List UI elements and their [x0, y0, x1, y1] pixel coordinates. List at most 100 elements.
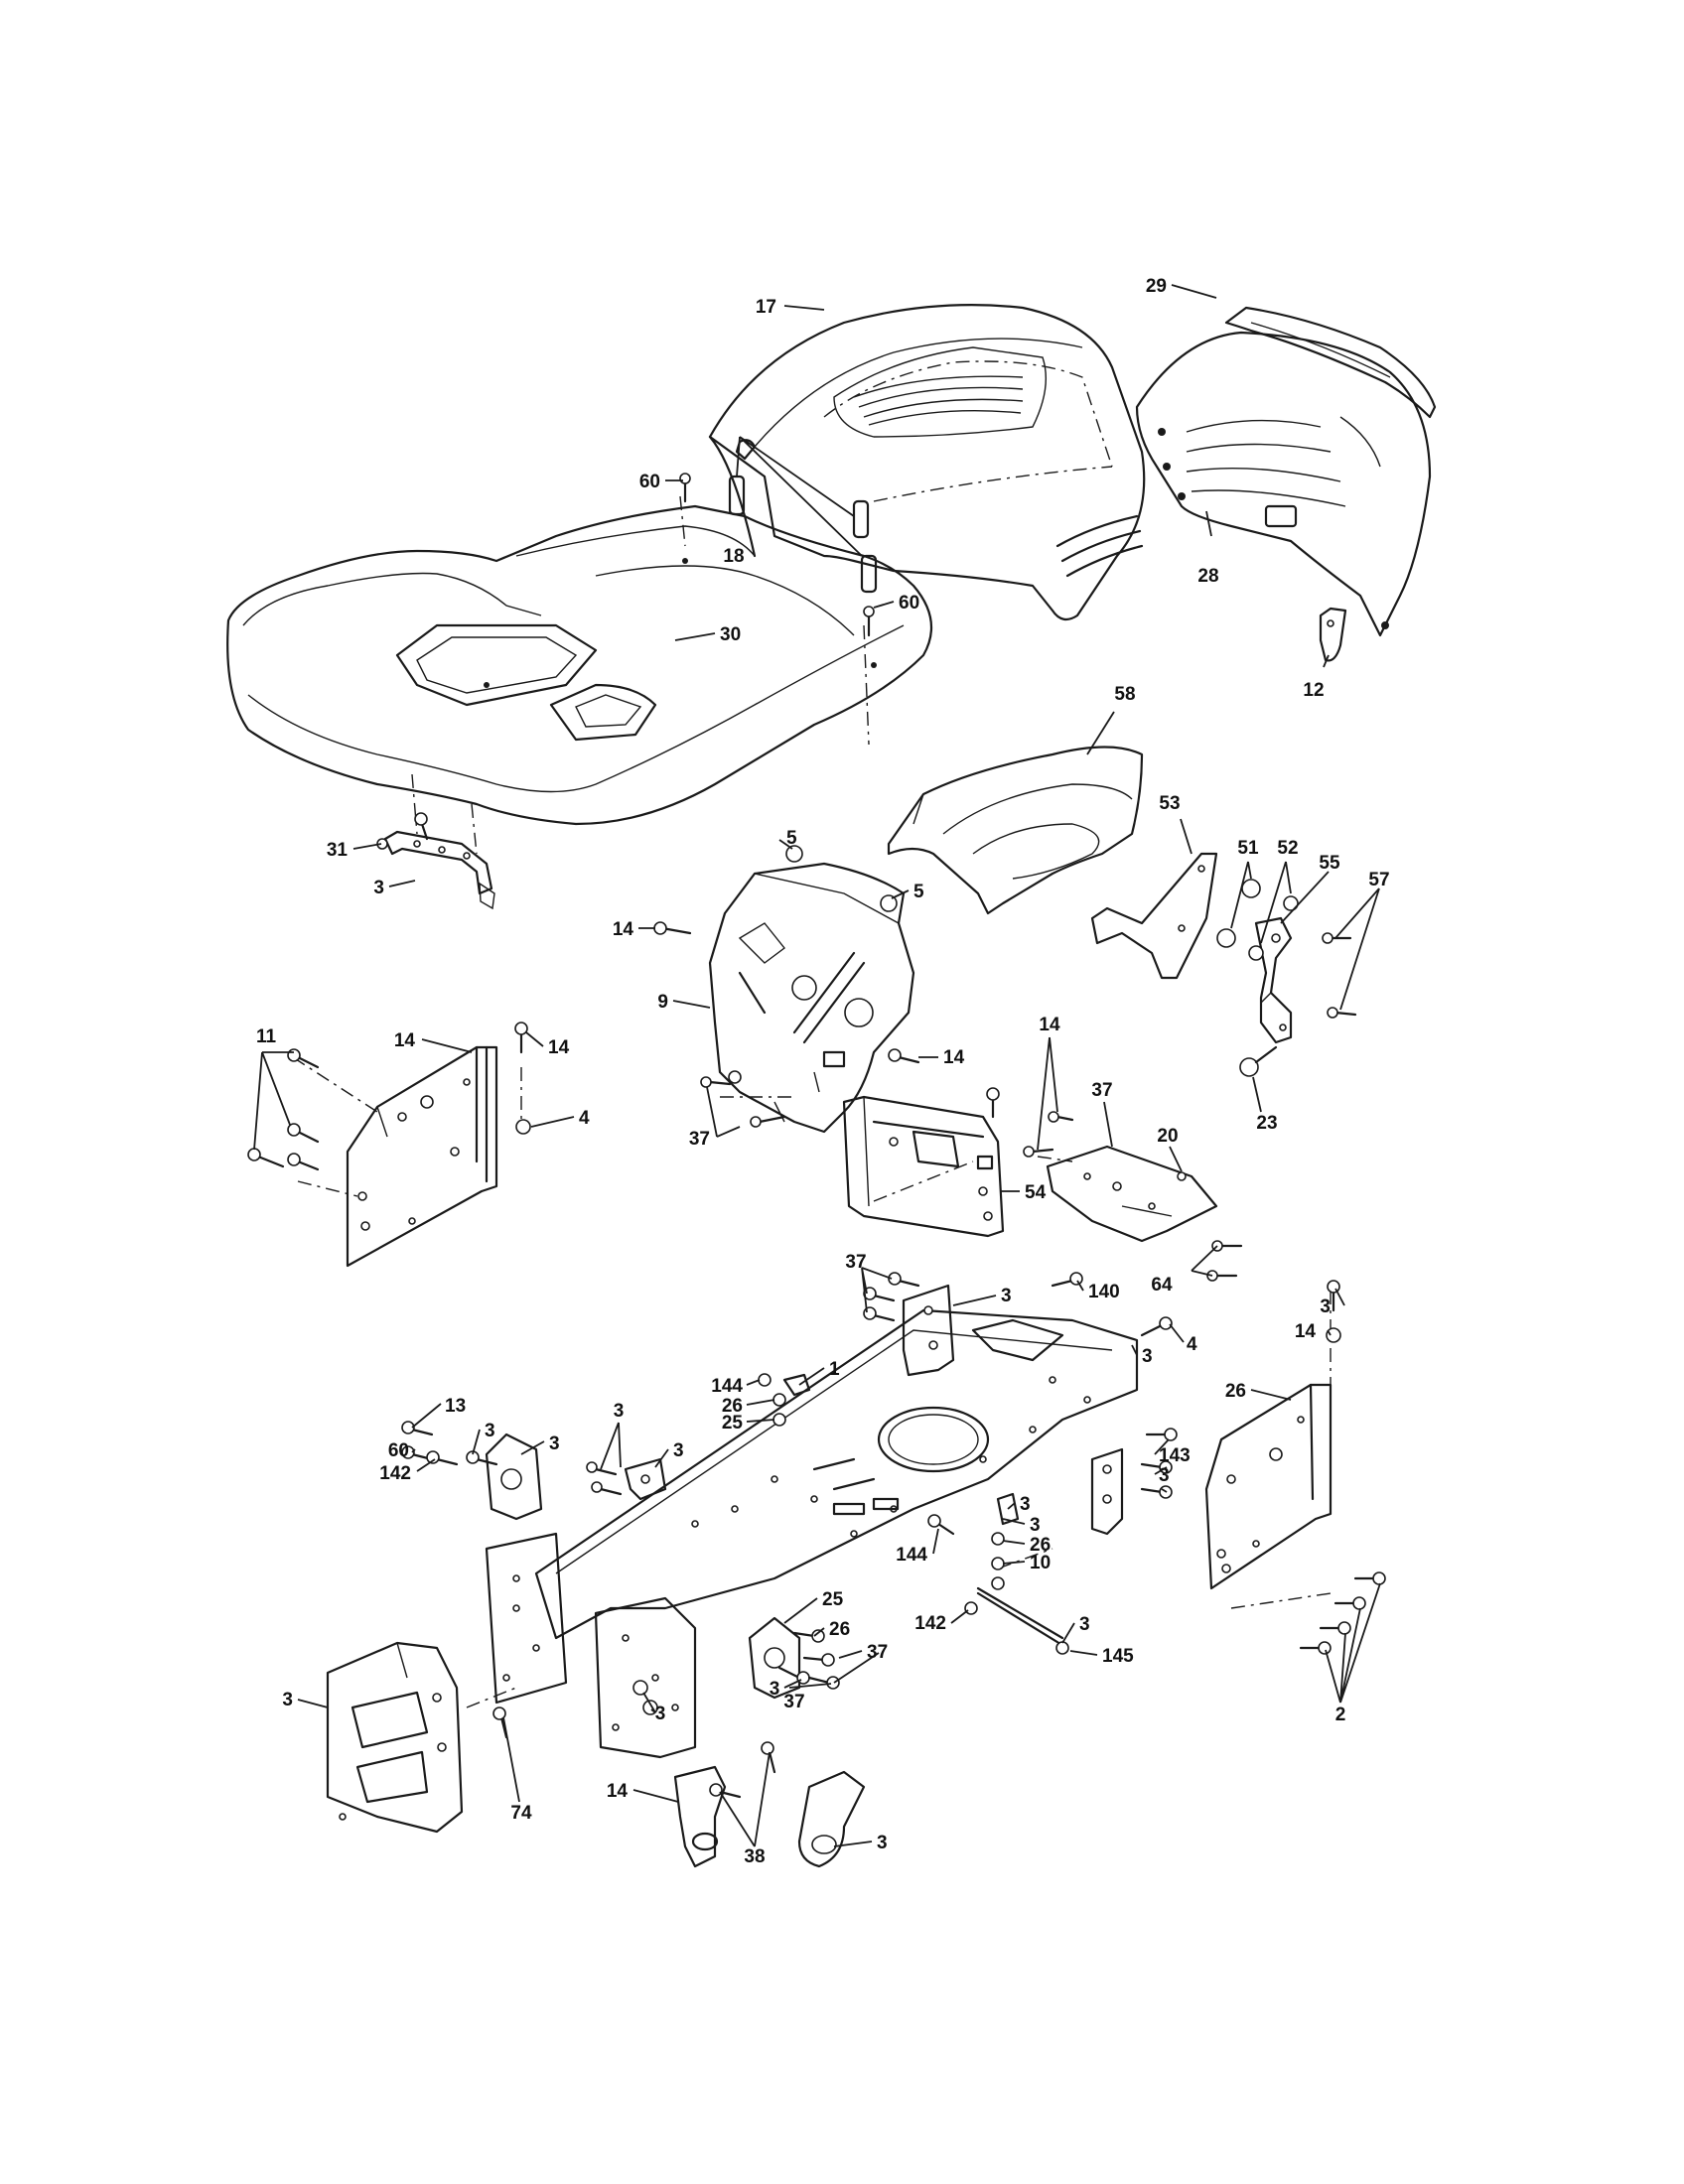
callout-3: 26: [829, 1619, 850, 1640]
callout-3: 13: [445, 1396, 466, 1417]
callout-143: 3: [673, 1440, 684, 1461]
callout-39: 3: [877, 1833, 888, 1853]
side-panel-part-13: [1204, 1383, 1333, 1590]
console-bracket-part-64: [842, 1095, 1005, 1238]
callout-14: 14: [943, 1047, 965, 1068]
callout-57: 57: [1368, 870, 1389, 890]
callout-3: 3: [485, 1421, 495, 1441]
grille-top-part-29: [1224, 306, 1437, 419]
callout-31: 31: [327, 840, 349, 861]
assembly-lines: [292, 495, 1332, 1708]
callout-145: 3: [1079, 1614, 1090, 1635]
callout-53: 53: [1159, 793, 1180, 814]
callout-14: 2: [1335, 1705, 1346, 1725]
callout-18: 18: [723, 546, 744, 567]
front-plate-left: [485, 1532, 568, 1705]
latch-part-12: [1319, 607, 1347, 662]
bracket-part-140: [902, 1284, 1124, 1536]
callout-3: 3: [770, 1679, 780, 1700]
frame-part-1: [534, 1308, 1139, 1640]
callout-64: 54: [1025, 1182, 1047, 1203]
callout-54: 23: [1256, 1113, 1277, 1134]
callout-12: 12: [1303, 680, 1324, 701]
bracket-part-53: [1090, 852, 1218, 980]
bracket-part-142: [485, 1433, 801, 1700]
callout-14: 3: [1320, 1297, 1331, 1317]
callout-3: 142: [379, 1463, 411, 1484]
callout-9: 9: [657, 992, 668, 1013]
bracket-part-39: [797, 1770, 866, 1868]
callout-29: 29: [1146, 276, 1167, 297]
fasteners: [247, 473, 1386, 1799]
callout-10: 144: [896, 1545, 927, 1566]
callout-26: 25: [722, 1413, 744, 1433]
callout-37: 14: [1039, 1015, 1060, 1035]
callout-1: 3: [1142, 1346, 1153, 1367]
leader-lines: [253, 284, 1381, 1847]
callout-3: 38: [744, 1846, 765, 1867]
callout-23: 20: [1157, 1126, 1178, 1147]
callout-37: 142: [914, 1613, 946, 1634]
hood-part-17: [708, 304, 1146, 621]
callout-3: 3: [1159, 1465, 1170, 1486]
callout-26: 3: [1030, 1515, 1041, 1536]
grille-part-28: [1135, 331, 1432, 637]
callout-60: 3: [614, 1401, 625, 1422]
callout-25: 26: [1030, 1535, 1051, 1556]
callout-142: 3: [549, 1433, 560, 1454]
lever-part-55: [1254, 916, 1293, 1044]
callout-60: 60: [899, 593, 919, 614]
callout-144: 3: [1020, 1494, 1031, 1515]
callout-3: 37: [845, 1252, 866, 1273]
callout-11: 14: [394, 1030, 416, 1051]
callout-52: 52: [1277, 838, 1298, 859]
callout-14: 14: [613, 919, 634, 940]
callout-3: 37: [783, 1692, 804, 1712]
callout-2: 3: [282, 1690, 293, 1710]
callout-60: 60: [639, 472, 660, 492]
callout-74: 3: [655, 1704, 666, 1724]
callout-3: 143: [1159, 1445, 1191, 1466]
bracket-part-31: [376, 830, 495, 910]
callout-17: 17: [756, 297, 776, 318]
callout-4: 14: [1295, 1321, 1317, 1342]
bumper-part-2: [326, 1641, 464, 1834]
bracket-part-144: [782, 1373, 1020, 1526]
side-panel-part-11: [346, 1045, 498, 1268]
shield-part-58: [887, 746, 1144, 915]
callout-3: 74: [510, 1803, 532, 1824]
callout-144: 1: [829, 1359, 840, 1380]
callout-142: 25: [822, 1589, 844, 1610]
rod-part-145: [976, 1586, 1064, 1646]
callout-37: 145: [1102, 1646, 1134, 1667]
front-plate-center: [594, 1596, 697, 1759]
callout-14: 14: [548, 1037, 570, 1058]
callout-25: 26: [722, 1396, 743, 1417]
callout-3: 3: [373, 878, 384, 898]
callout-30: 30: [720, 624, 741, 645]
callout-3: 140: [1088, 1282, 1120, 1302]
callout-38: 14: [607, 1781, 629, 1802]
callout-55: 55: [1319, 853, 1340, 874]
bracket-part-38: [673, 1765, 727, 1868]
callout-5: 5: [786, 828, 797, 849]
callout-labels: 17 29 60 18 28 60 30 12 58 31 3 5 5 53 5…: [256, 276, 1390, 1867]
callout-140: 3: [1001, 1286, 1012, 1306]
fender-part-30: [226, 504, 933, 826]
callout-13: 26: [1225, 1381, 1246, 1402]
plate-part-20: [1046, 1145, 1218, 1243]
callout-26: 144: [711, 1376, 743, 1397]
callout-28: 28: [1197, 566, 1218, 587]
callout-20: 37: [1091, 1080, 1112, 1101]
callout-3: 4: [1187, 1334, 1197, 1355]
callout-37: 37: [689, 1129, 710, 1150]
callout-51: 51: [1237, 838, 1259, 859]
callout-26: 10: [1030, 1553, 1051, 1573]
bracket-part-143: [624, 1457, 667, 1501]
callout-4: 4: [579, 1108, 590, 1129]
callout-3: 60: [388, 1440, 409, 1461]
callout-5: 5: [913, 882, 924, 902]
callout-58: 58: [1114, 684, 1135, 705]
callout-37: 64: [1151, 1275, 1173, 1296]
